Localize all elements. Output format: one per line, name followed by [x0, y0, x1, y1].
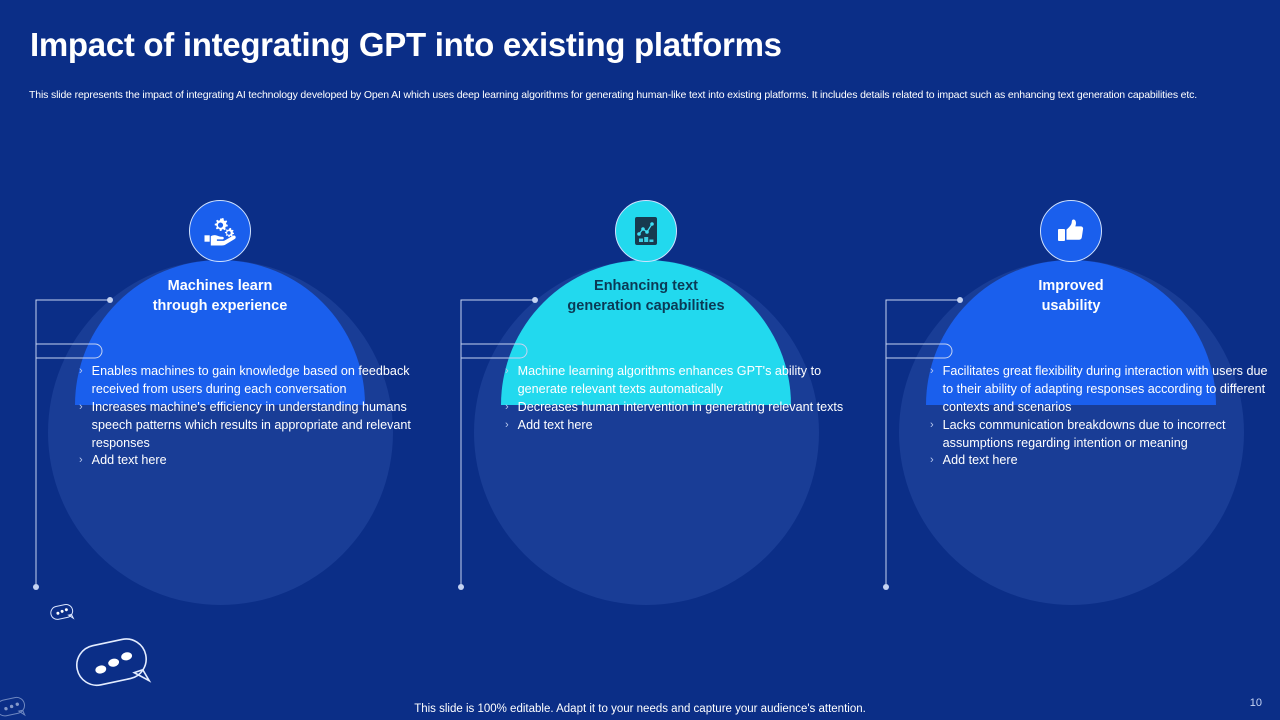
column-bullet-list: › Enables machines to gain knowledge bas… — [79, 363, 427, 470]
list-item-label: Machine learning algorithms enhances GPT… — [517, 364, 822, 396]
list-item: › Add text here — [505, 417, 853, 435]
column-bullet-list: › Facilitates great flexibility during i… — [930, 363, 1278, 470]
list-item: › Decreases human intervention in genera… — [505, 399, 853, 417]
list-item-label: Enables machines to gain knowledge based… — [91, 364, 410, 396]
connector-line-column-3 — [875, 195, 995, 605]
hand-gears-icon — [189, 200, 251, 262]
column-bullet-list: › Machine learning algorithms enhances G… — [505, 363, 853, 435]
chevron-right-icon: › — [505, 365, 509, 377]
list-item: › Increases machine's efficiency in unde… — [79, 399, 427, 453]
connector-line-column-2 — [450, 195, 570, 605]
list-item: › Facilitates great flexibility during i… — [930, 363, 1278, 417]
list-item-label: Add text here — [517, 417, 593, 432]
chevron-right-icon: › — [505, 418, 509, 431]
list-item-label: Add text here — [91, 453, 167, 468]
list-item-label: Decreases human intervention in generati… — [517, 399, 844, 414]
chevron-right-icon: › — [79, 400, 83, 413]
chevron-right-icon: › — [505, 400, 509, 413]
list-item: › Add text here — [930, 452, 1278, 470]
list-item-label: Add text here — [942, 453, 1018, 468]
list-item-label: Lacks communication breakdowns due to in… — [942, 417, 1226, 450]
list-item: › Add text here — [79, 452, 427, 470]
list-item-label: Increases machine's efficiency in unders… — [91, 399, 411, 450]
document-network-icon — [615, 200, 677, 262]
list-item: › Lacks communication breakdowns due to … — [930, 417, 1278, 453]
list-item: › Enables machines to gain knowledge bas… — [79, 363, 427, 399]
thumbs-up-icon — [1040, 200, 1102, 262]
page-title: Impact of integrating GPT into existing … — [30, 26, 782, 63]
footer-note: This slide is 100% editable. Adapt it to… — [414, 703, 866, 715]
chevron-right-icon: › — [79, 454, 83, 467]
slide-description: This slide represents the impact of inte… — [29, 89, 1198, 101]
chevron-right-icon: › — [930, 365, 934, 377]
chevron-right-icon: › — [930, 418, 934, 431]
chevron-right-icon: › — [79, 365, 83, 377]
chevron-right-icon: › — [930, 454, 934, 467]
connector-line-column-1 — [25, 195, 145, 605]
list-item: › Machine learning algorithms enhances G… — [505, 363, 853, 399]
page-number: 10 — [1249, 697, 1262, 709]
list-item-label: Facilitates great flexibility during int… — [942, 364, 1268, 414]
